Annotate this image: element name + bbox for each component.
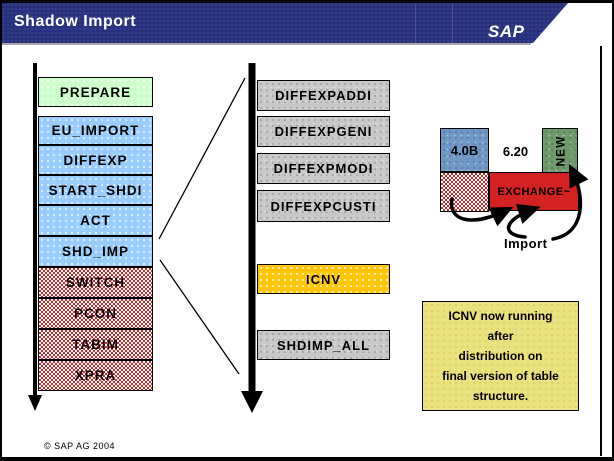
phase-box-act: ACT [38,205,153,236]
expansion-line-top [158,77,246,240]
expansion-line-bottom [159,259,240,375]
header-divider-line [415,3,416,43]
header-bar: Shadow Import SAP [2,3,568,43]
sap-logo: SAP [488,22,525,41]
note-line: after [487,329,514,343]
detail-box-shdimp-all: SHDIMP_ALL [257,330,390,360]
version-box-40b: 4.0B [440,128,489,172]
header-divider-line [452,3,453,43]
phase-box-shd-imp: SHD_IMP [38,236,153,267]
note-box: ICNV now running after distribution on f… [422,301,579,411]
detail-box-icnv: ICNV [257,264,390,294]
phase-box-tabim: TABIM [38,329,153,360]
header-shadow [2,43,531,45]
phase-box-xpra: XPRA [38,360,153,391]
note-line: final version of table [442,369,559,383]
phase-box-start-shdi: START_SHDI [38,175,153,205]
exchange-label: EXCHANGE~ [497,185,571,198]
phase-box-switch: SWITCH [38,267,153,298]
arrow-import-to-exchange [506,204,541,239]
copyright-text: © SAP AG 2004 [44,441,116,451]
frame-line [600,46,602,456]
phase-box-pcon: PCON [38,298,153,329]
page-title: Shadow Import [14,13,137,30]
note-line: ICNV now running [448,309,553,323]
phase-box-prepare: PREPARE [38,77,153,107]
detail-box-diffexpcusti: DIFFEXPCUSTI [257,190,390,222]
detail-box-diffexpaddi: DIFFEXPADDI [257,80,390,111]
import-label: Import [504,236,548,251]
detail-box-diffexpmodi: DIFFEXPMODI [257,153,390,184]
version-label-620: 6.20 [502,144,529,159]
note-line: structure. [472,389,529,403]
phase-box-diffexp: DIFFEXP [38,145,153,175]
new-label: NEW [553,135,567,166]
phase-box-eu-import: EU_IMPORT [38,116,153,145]
version-box-new: NEW [542,128,578,173]
detail-box-diffexpgeni: DIFFEXPGENI [257,116,390,147]
old-repository-box [440,172,489,212]
exchange-box: EXCHANGE~ [489,172,579,211]
note-line: distribution on [458,349,543,363]
